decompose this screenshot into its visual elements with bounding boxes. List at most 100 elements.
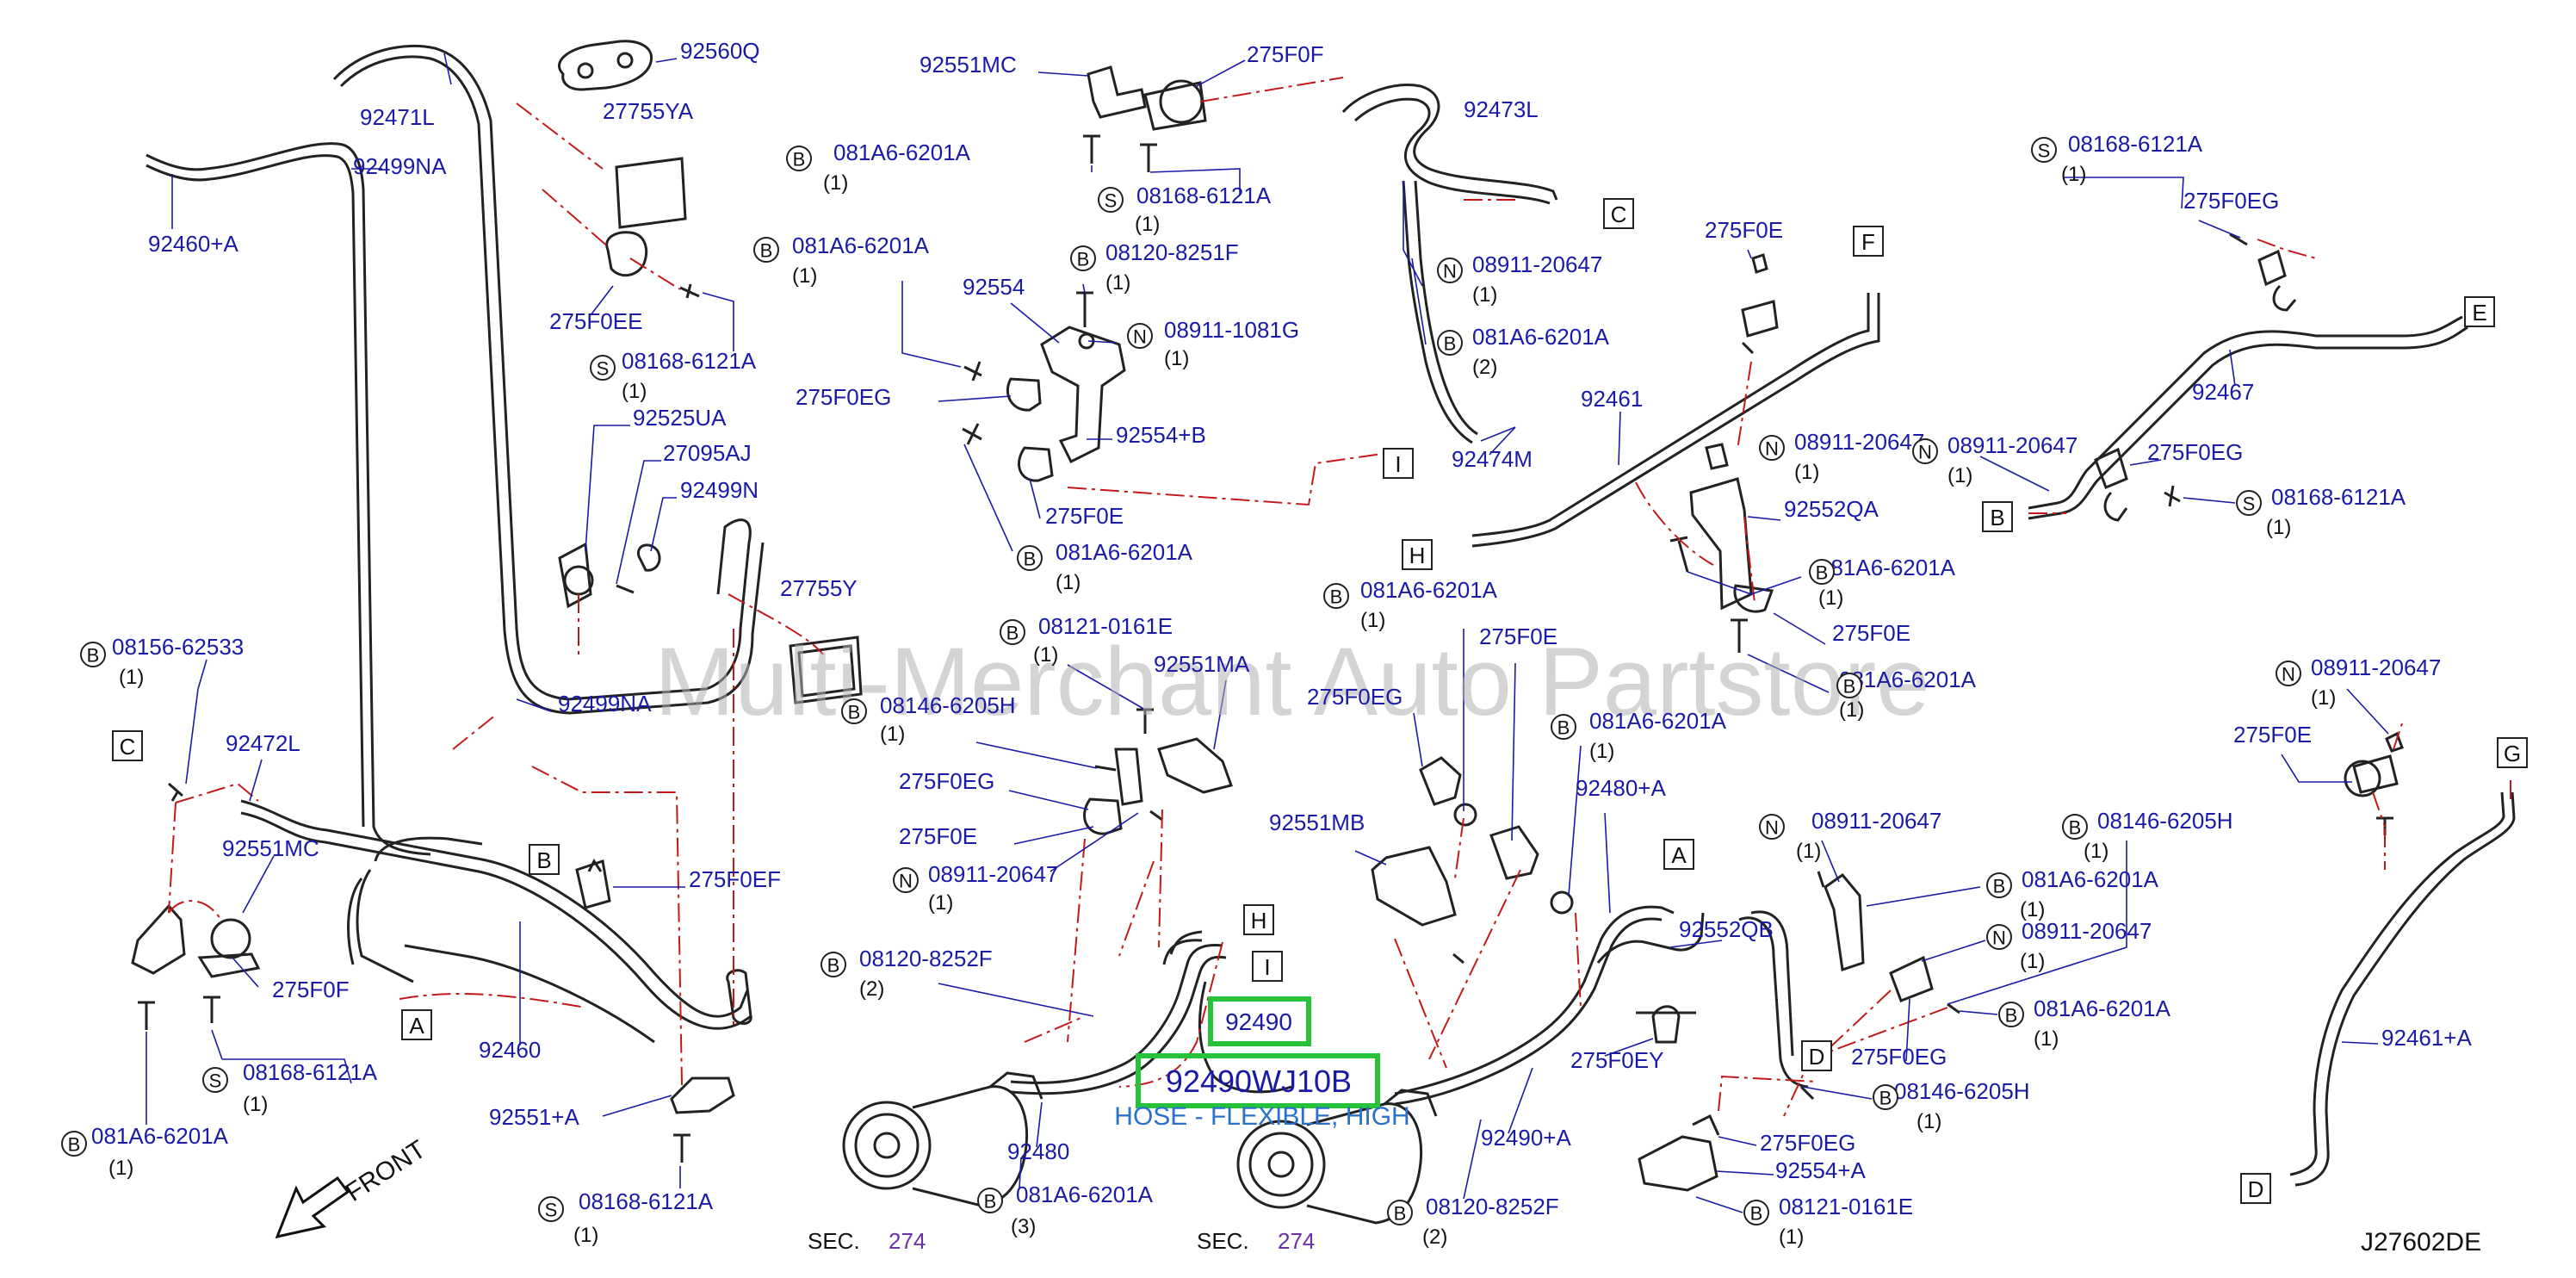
part-label-92551mc[interactable]: 92551MC — [920, 52, 1017, 78]
part-label-275f0e[interactable]: 275F0E — [899, 823, 977, 849]
part-label-081a6-6201a[interactable]: 081A6-6201A — [91, 1123, 229, 1149]
part-label-08911-20647[interactable]: 08911-20647 — [928, 861, 1058, 887]
part-label-92460-a[interactable]: 92460+A — [148, 231, 238, 257]
fastener-code-letter: S — [2243, 493, 2256, 515]
part-label-081a6-6201a[interactable]: 081A6-6201A — [1472, 324, 1610, 350]
part-label-92499na[interactable]: 92499NA — [558, 691, 652, 717]
part-label-275f0e[interactable]: 275F0E — [1705, 217, 1783, 243]
highlight-box-main[interactable] — [1208, 996, 1311, 1046]
part-label-27095aj[interactable]: 27095AJ — [663, 440, 752, 466]
part-label-08911-20647[interactable]: 08911-20647 — [1794, 429, 1924, 455]
quantity-label: (1) — [1360, 609, 1385, 632]
part-label-08168-6121a[interactable]: 08168-6121A — [622, 348, 757, 374]
part-label-081a6-6201a[interactable]: 081A6-6201A — [1056, 539, 1193, 565]
fastener-code-badge: S — [538, 1196, 564, 1222]
part-label-081a6-6201a[interactable]: 081A6-6201A — [1818, 555, 1956, 580]
part-label-92471l[interactable]: 92471L — [360, 104, 435, 130]
part-label-08168-6121a[interactable]: 08168-6121A — [1136, 183, 1272, 208]
fastener-code-badge: S — [2031, 137, 2057, 163]
part-label-92499n[interactable]: 92499N — [680, 477, 759, 503]
part-label-92461-a[interactable]: 92461+A — [2381, 1025, 2472, 1051]
part-label-08146-6205h[interactable]: 08146-6205H — [2097, 808, 2233, 834]
part-label-275f0eg[interactable]: 275F0EG — [2147, 439, 2243, 465]
highlight-part-number[interactable]: 92490 — [1225, 1008, 1292, 1035]
part-label-92560q[interactable]: 92560Q — [680, 38, 760, 64]
part-label-275f0e[interactable]: 275F0E — [1479, 623, 1557, 649]
part-label-08146-6205h[interactable]: 08146-6205H — [880, 692, 1016, 718]
highlight-box-sub[interactable] — [1136, 1053, 1380, 1108]
part-label-92552qa[interactable]: 92552QA — [1784, 496, 1879, 522]
part-label-275f0e[interactable]: 275F0E — [1832, 620, 1910, 646]
fastener-code-circle — [2062, 814, 2088, 840]
part-label-275f0f[interactable]: 275F0F — [1247, 41, 1324, 67]
part-label-92474m[interactable]: 92474M — [1452, 446, 1533, 472]
part-label-275f0eg[interactable]: 275F0EG — [2183, 188, 2279, 214]
connection-letter: A — [409, 1013, 424, 1039]
section-ref-number[interactable]: 274 — [889, 1228, 926, 1254]
part-label-08911-20647[interactable]: 08911-20647 — [1947, 432, 2078, 458]
part-label-92499na[interactable]: 92499NA — [353, 153, 447, 179]
part-label-081a6-6201a[interactable]: 081A6-6201A — [833, 140, 971, 165]
part-label-08168-6121a[interactable]: 08168-6121A — [2068, 131, 2203, 157]
part-label-08156-62533[interactable]: 08156-62533 — [112, 634, 244, 660]
part-label-275f0eg[interactable]: 275F0EG — [796, 384, 891, 410]
part-label-081a6-6201a[interactable]: 081A6-6201A — [792, 233, 930, 258]
part-label-92480[interactable]: 92480 — [1007, 1138, 1069, 1164]
part-label-08911-1081g[interactable]: 08911-1081G — [1164, 317, 1299, 343]
part-label-92551ma[interactable]: 92551MA — [1154, 651, 1250, 677]
part-label-08168-6121a[interactable]: 08168-6121A — [2271, 484, 2406, 510]
part-label-275f0eg[interactable]: 275F0EG — [1851, 1044, 1947, 1070]
part-label-275f0e[interactable]: 275F0E — [2233, 722, 2312, 748]
fastener-code-circle — [1809, 559, 1835, 585]
connection-box-frame — [2240, 1173, 2271, 1204]
part-label-275f0e[interactable]: 275F0E — [1045, 503, 1124, 529]
part-label-92472l[interactable]: 92472L — [226, 730, 300, 756]
part-label-081a6-6201a[interactable]: 081A6-6201A — [2022, 866, 2159, 892]
part-label-08168-6121a[interactable]: 08168-6121A — [579, 1188, 714, 1214]
part-label-081a6-6201a[interactable]: 081A6-6201A — [1589, 708, 1727, 734]
part-label-92552qb[interactable]: 92552QB — [1679, 916, 1774, 942]
part-label-27755ya[interactable]: 27755YA — [603, 98, 694, 124]
part-label-92525ua[interactable]: 92525UA — [633, 405, 727, 431]
part-label-275f0eg[interactable]: 275F0EG — [1307, 684, 1403, 710]
section-ref-number[interactable]: 274 — [1278, 1228, 1315, 1254]
fastener-code-badge: B — [2062, 814, 2088, 840]
part-label-92551mc[interactable]: 92551MC — [222, 835, 319, 861]
highlight-catalog-number[interactable]: 92490WJ10B — [1166, 1064, 1352, 1099]
part-label-08121-0161e[interactable]: 08121-0161E — [1779, 1194, 1913, 1219]
part-label-92551mb[interactable]: 92551MB — [1269, 810, 1365, 835]
part-label-275f0eg[interactable]: 275F0EG — [1760, 1130, 1855, 1156]
part-label-92467[interactable]: 92467 — [2192, 379, 2254, 405]
part-label-08168-6121a[interactable]: 08168-6121A — [243, 1059, 378, 1085]
part-label-081a6-6201a[interactable]: 081A6-6201A — [1016, 1182, 1154, 1207]
part-label-275f0eg[interactable]: 275F0EG — [899, 768, 994, 794]
part-label-92554[interactable]: 92554 — [963, 274, 1025, 300]
part-label-92554-b[interactable]: 92554+B — [1116, 422, 1206, 448]
part-label-08911-20647[interactable]: 08911-20647 — [1472, 251, 1602, 277]
part-label-92473l[interactable]: 92473L — [1464, 96, 1539, 122]
quantity-label: (1) — [823, 171, 848, 195]
part-label-27755y[interactable]: 27755Y — [780, 575, 858, 601]
highlight-callout[interactable]: 92490 92490WJ10B HOSE - FLEXIBLE, HIGH — [1114, 996, 1410, 1131]
part-label-275f0ee[interactable]: 275F0EE — [549, 308, 642, 334]
part-label-08911-20647[interactable]: 08911-20647 — [1811, 808, 1941, 834]
part-label-92554-a[interactable]: 92554+A — [1775, 1157, 1866, 1183]
part-label-08911-20647[interactable]: 08911-20647 — [2311, 655, 2441, 680]
part-label-08911-20647[interactable]: 08911-20647 — [2022, 918, 2152, 944]
part-label-275f0ey[interactable]: 275F0EY — [1570, 1047, 1663, 1073]
part-label-08120-8252f[interactable]: 08120-8252F — [859, 946, 993, 971]
part-label-92551-a[interactable]: 92551+A — [489, 1104, 579, 1130]
connection-box-frame — [2497, 737, 2528, 768]
part-label-081a6-6201a[interactable]: 081A6-6201A — [1360, 577, 1498, 603]
part-label-081a6-6201a[interactable]: 081A6-6201A — [2034, 996, 2171, 1021]
part-label-275f0f[interactable]: 275F0F — [272, 977, 350, 1002]
part-label-92490-a[interactable]: 92490+A — [1481, 1125, 1571, 1151]
part-label-275f0ef[interactable]: 275F0EF — [689, 866, 781, 892]
part-label-08120-8251f[interactable]: 08120-8251F — [1105, 239, 1239, 265]
part-label-92460[interactable]: 92460 — [479, 1037, 541, 1063]
part-label-92461[interactable]: 92461 — [1581, 386, 1643, 412]
part-label-08120-8252f[interactable]: 08120-8252F — [1426, 1194, 1559, 1219]
part-label-92480-a[interactable]: 92480+A — [1576, 775, 1666, 801]
part-label-08146-6205h[interactable]: 08146-6205H — [1894, 1078, 2030, 1104]
part-label-08121-0161e[interactable]: 08121-0161E — [1038, 613, 1173, 639]
